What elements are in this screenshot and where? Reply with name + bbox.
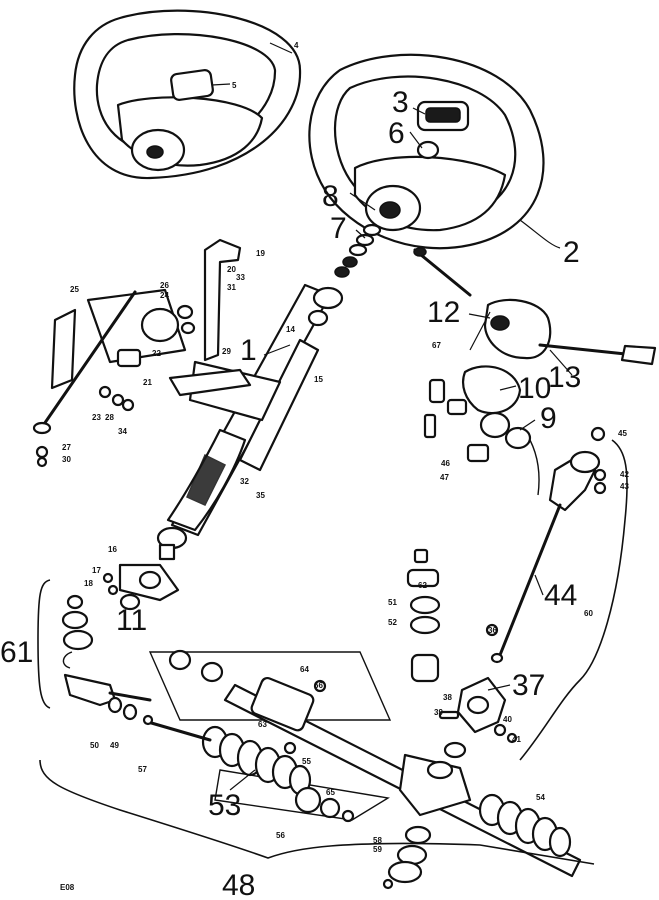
callout-23: 23 bbox=[92, 413, 101, 422]
callout-37: 37 bbox=[512, 669, 545, 702]
callout-34: 34 bbox=[118, 427, 127, 436]
callout-28: 28 bbox=[105, 413, 114, 422]
callout-50: 50 bbox=[90, 741, 99, 750]
callout-35: 35 bbox=[256, 491, 265, 500]
callout-2: 2 bbox=[563, 236, 580, 269]
steering-column bbox=[156, 283, 344, 561]
steering-wheel-front bbox=[308, 53, 561, 250]
callout-31: 31 bbox=[227, 283, 236, 292]
footer-code: E08 bbox=[60, 883, 75, 892]
callout-38: 38 bbox=[443, 693, 452, 702]
callout-11: 11 bbox=[116, 604, 147, 637]
callout-33: 33 bbox=[236, 273, 245, 282]
callout-30: 30 bbox=[62, 455, 71, 464]
callout-67: 67 bbox=[432, 341, 441, 350]
large-callouts: 1 2 3 6 7 8 9 10 11 12 13 37 44 48 53 61 bbox=[0, 86, 581, 900]
callout-18: 18 bbox=[84, 579, 93, 588]
callout-64: 64 bbox=[300, 665, 309, 674]
callout-10: 10 bbox=[518, 372, 551, 405]
callout-27: 27 bbox=[62, 443, 71, 452]
callout-29: 29 bbox=[222, 347, 231, 356]
nut-washer-stack bbox=[334, 223, 382, 278]
callout-7: 7 bbox=[330, 212, 347, 245]
callout-58: 58 bbox=[373, 836, 382, 845]
callout-25: 25 bbox=[70, 285, 79, 294]
steering-rack bbox=[142, 649, 582, 890]
callout-13: 13 bbox=[548, 361, 581, 394]
callout-4: 4 bbox=[294, 41, 299, 50]
group-bracket-48 bbox=[39, 759, 595, 865]
intermediate-shaft bbox=[485, 426, 607, 664]
callout-43: 43 bbox=[620, 482, 629, 491]
combination-switch bbox=[413, 247, 657, 366]
callout-1: 1 bbox=[240, 334, 257, 367]
callout-24: 24 bbox=[160, 291, 169, 300]
callout-32: 32 bbox=[240, 477, 249, 486]
callout-21: 21 bbox=[143, 378, 152, 387]
callout-47: 47 bbox=[440, 473, 449, 482]
callout-12: 12 bbox=[427, 296, 460, 329]
leader-lines bbox=[229, 107, 573, 791]
callout-22: 22 bbox=[152, 349, 161, 358]
callout-19: 19 bbox=[256, 249, 265, 258]
ignition-switch bbox=[423, 365, 540, 496]
callout-61: 61 bbox=[0, 636, 33, 669]
callout-57: 57 bbox=[138, 765, 147, 774]
callout-42: 42 bbox=[620, 470, 629, 479]
callout-45: 45 bbox=[618, 429, 627, 438]
callout-49: 49 bbox=[110, 741, 119, 750]
callout-56: 56 bbox=[276, 831, 285, 840]
steering-wheel-rear bbox=[73, 9, 302, 180]
callout-59: 59 bbox=[373, 845, 382, 854]
small-callouts: 4 5 14 15 16 17 18 19 20 21 22 23 24 25 … bbox=[62, 41, 629, 854]
group-bracket-61 bbox=[37, 579, 51, 709]
callout-51: 51 bbox=[388, 598, 397, 607]
callout-14: 14 bbox=[286, 325, 295, 334]
callout-65: 65 bbox=[326, 788, 335, 797]
callout-60: 60 bbox=[584, 609, 593, 618]
column-mounting-bracket bbox=[32, 238, 242, 468]
callout-8: 8 bbox=[322, 180, 339, 213]
callout-26: 26 bbox=[160, 281, 169, 290]
callout-54: 54 bbox=[536, 793, 545, 802]
callout-39: 39 bbox=[434, 708, 443, 717]
tie-rod-end-assembly bbox=[61, 594, 152, 721]
pinion-seal-stack bbox=[406, 548, 441, 683]
callout-40: 40 bbox=[503, 715, 512, 724]
callout-55: 55 bbox=[302, 757, 311, 766]
callout-63: 63 bbox=[258, 720, 267, 729]
callout-9: 9 bbox=[540, 402, 557, 435]
callout-66: 66 bbox=[314, 681, 323, 690]
callout-52: 52 bbox=[388, 618, 397, 627]
callout-5: 5 bbox=[232, 81, 237, 90]
group-bracket-44 bbox=[519, 439, 628, 761]
callout-15: 15 bbox=[314, 375, 323, 384]
callout-3: 3 bbox=[392, 86, 409, 119]
lower-column-clamp bbox=[102, 563, 180, 611]
callout-16: 16 bbox=[108, 545, 117, 554]
callout-6: 6 bbox=[388, 117, 405, 150]
callout-20: 20 bbox=[227, 265, 236, 274]
callout-46: 46 bbox=[441, 459, 450, 468]
callout-41: 41 bbox=[512, 735, 521, 744]
callout-44: 44 bbox=[544, 579, 577, 612]
callout-53: 53 bbox=[208, 789, 241, 822]
callout-48: 48 bbox=[222, 869, 255, 900]
callout-17: 17 bbox=[92, 566, 101, 575]
callout-36: 36 bbox=[488, 626, 497, 635]
callout-62: 62 bbox=[418, 581, 427, 590]
universal-joint bbox=[438, 676, 518, 744]
